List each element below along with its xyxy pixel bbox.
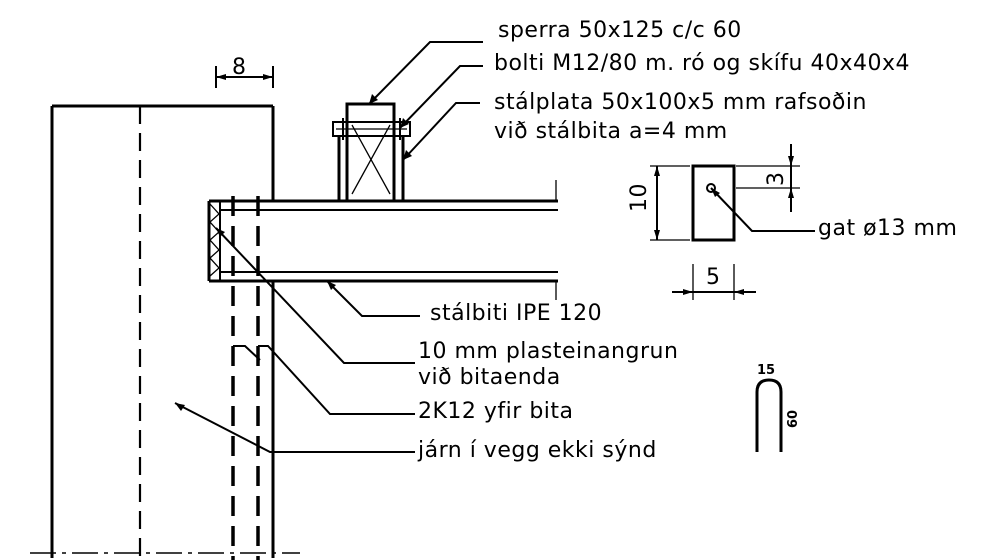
label-wall-rebar: járn í vegg ekki sýnd	[417, 438, 657, 463]
rebar-bars	[231, 196, 260, 560]
label-bolt: bolti M12/80 m. ró og skífu 40x40x4	[494, 51, 910, 76]
label-beam: stálbiti IPE 120	[430, 301, 602, 326]
label-plate-line1: stálplata 50x100x5 mm rafsoðin	[494, 90, 867, 115]
label-hole: gat ø13 mm	[818, 216, 957, 241]
dim-plate-height-text: 10	[627, 183, 652, 212]
dim-hook-height-text: 60	[786, 410, 801, 428]
dim-hole-offset-text: 3	[764, 172, 789, 187]
label-insulation-line1: 10 mm plasteinangrun	[418, 339, 678, 364]
dim-wall-offset-text: 8	[232, 55, 247, 80]
wall-offset-dimension: 8	[215, 55, 274, 88]
dim-plate-width-text: 5	[706, 265, 721, 290]
rafter	[332, 102, 411, 203]
label-rafter: sperra 50x125 c/c 60	[498, 18, 742, 43]
label-plate-line2: við stálbita a=4 mm	[494, 119, 728, 144]
steel-beam	[207, 180, 558, 300]
label-rebar: 2K12 yfir bita	[418, 399, 574, 424]
dim-hook-width-text: 15	[757, 363, 775, 378]
insulation-hatch	[209, 203, 220, 277]
wall	[50, 104, 275, 558]
hook-detail: 15 60	[755, 363, 801, 452]
plate-detail: 10 5 3	[627, 144, 800, 300]
leaders	[174, 41, 815, 453]
label-insulation-line2: við bitaenda	[418, 365, 561, 390]
